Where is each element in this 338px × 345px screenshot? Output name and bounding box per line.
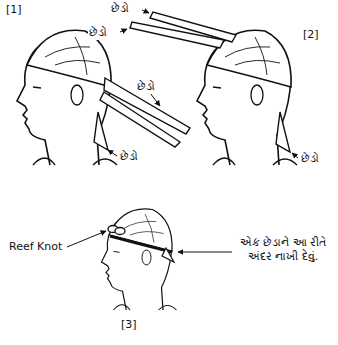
instruction-note: એક છેડાને આ રીતે અંદર નાખી દેવું. [236,236,330,264]
leader-lines [67,10,298,252]
panel-number: [2] [302,28,320,42]
bandage-tail [150,12,236,42]
panel-number: [1] [5,3,23,17]
head-figure [197,30,297,165]
part-label: છેડો [119,150,139,164]
bandage-point [162,248,174,262]
part-label: છેડો [136,80,156,94]
part-label: છેડો [88,26,108,40]
reef-knot [115,228,125,235]
part-label: Reef Knot [8,240,63,254]
part-label: છેડો [110,2,130,16]
part-label: છેડો [300,152,320,166]
panel-number: [3] [120,318,138,332]
bandage-point [276,112,290,152]
bandage-point [94,112,108,150]
head-figure [102,209,177,310]
bandage-tail [100,92,180,147]
bandage-band [110,236,172,252]
